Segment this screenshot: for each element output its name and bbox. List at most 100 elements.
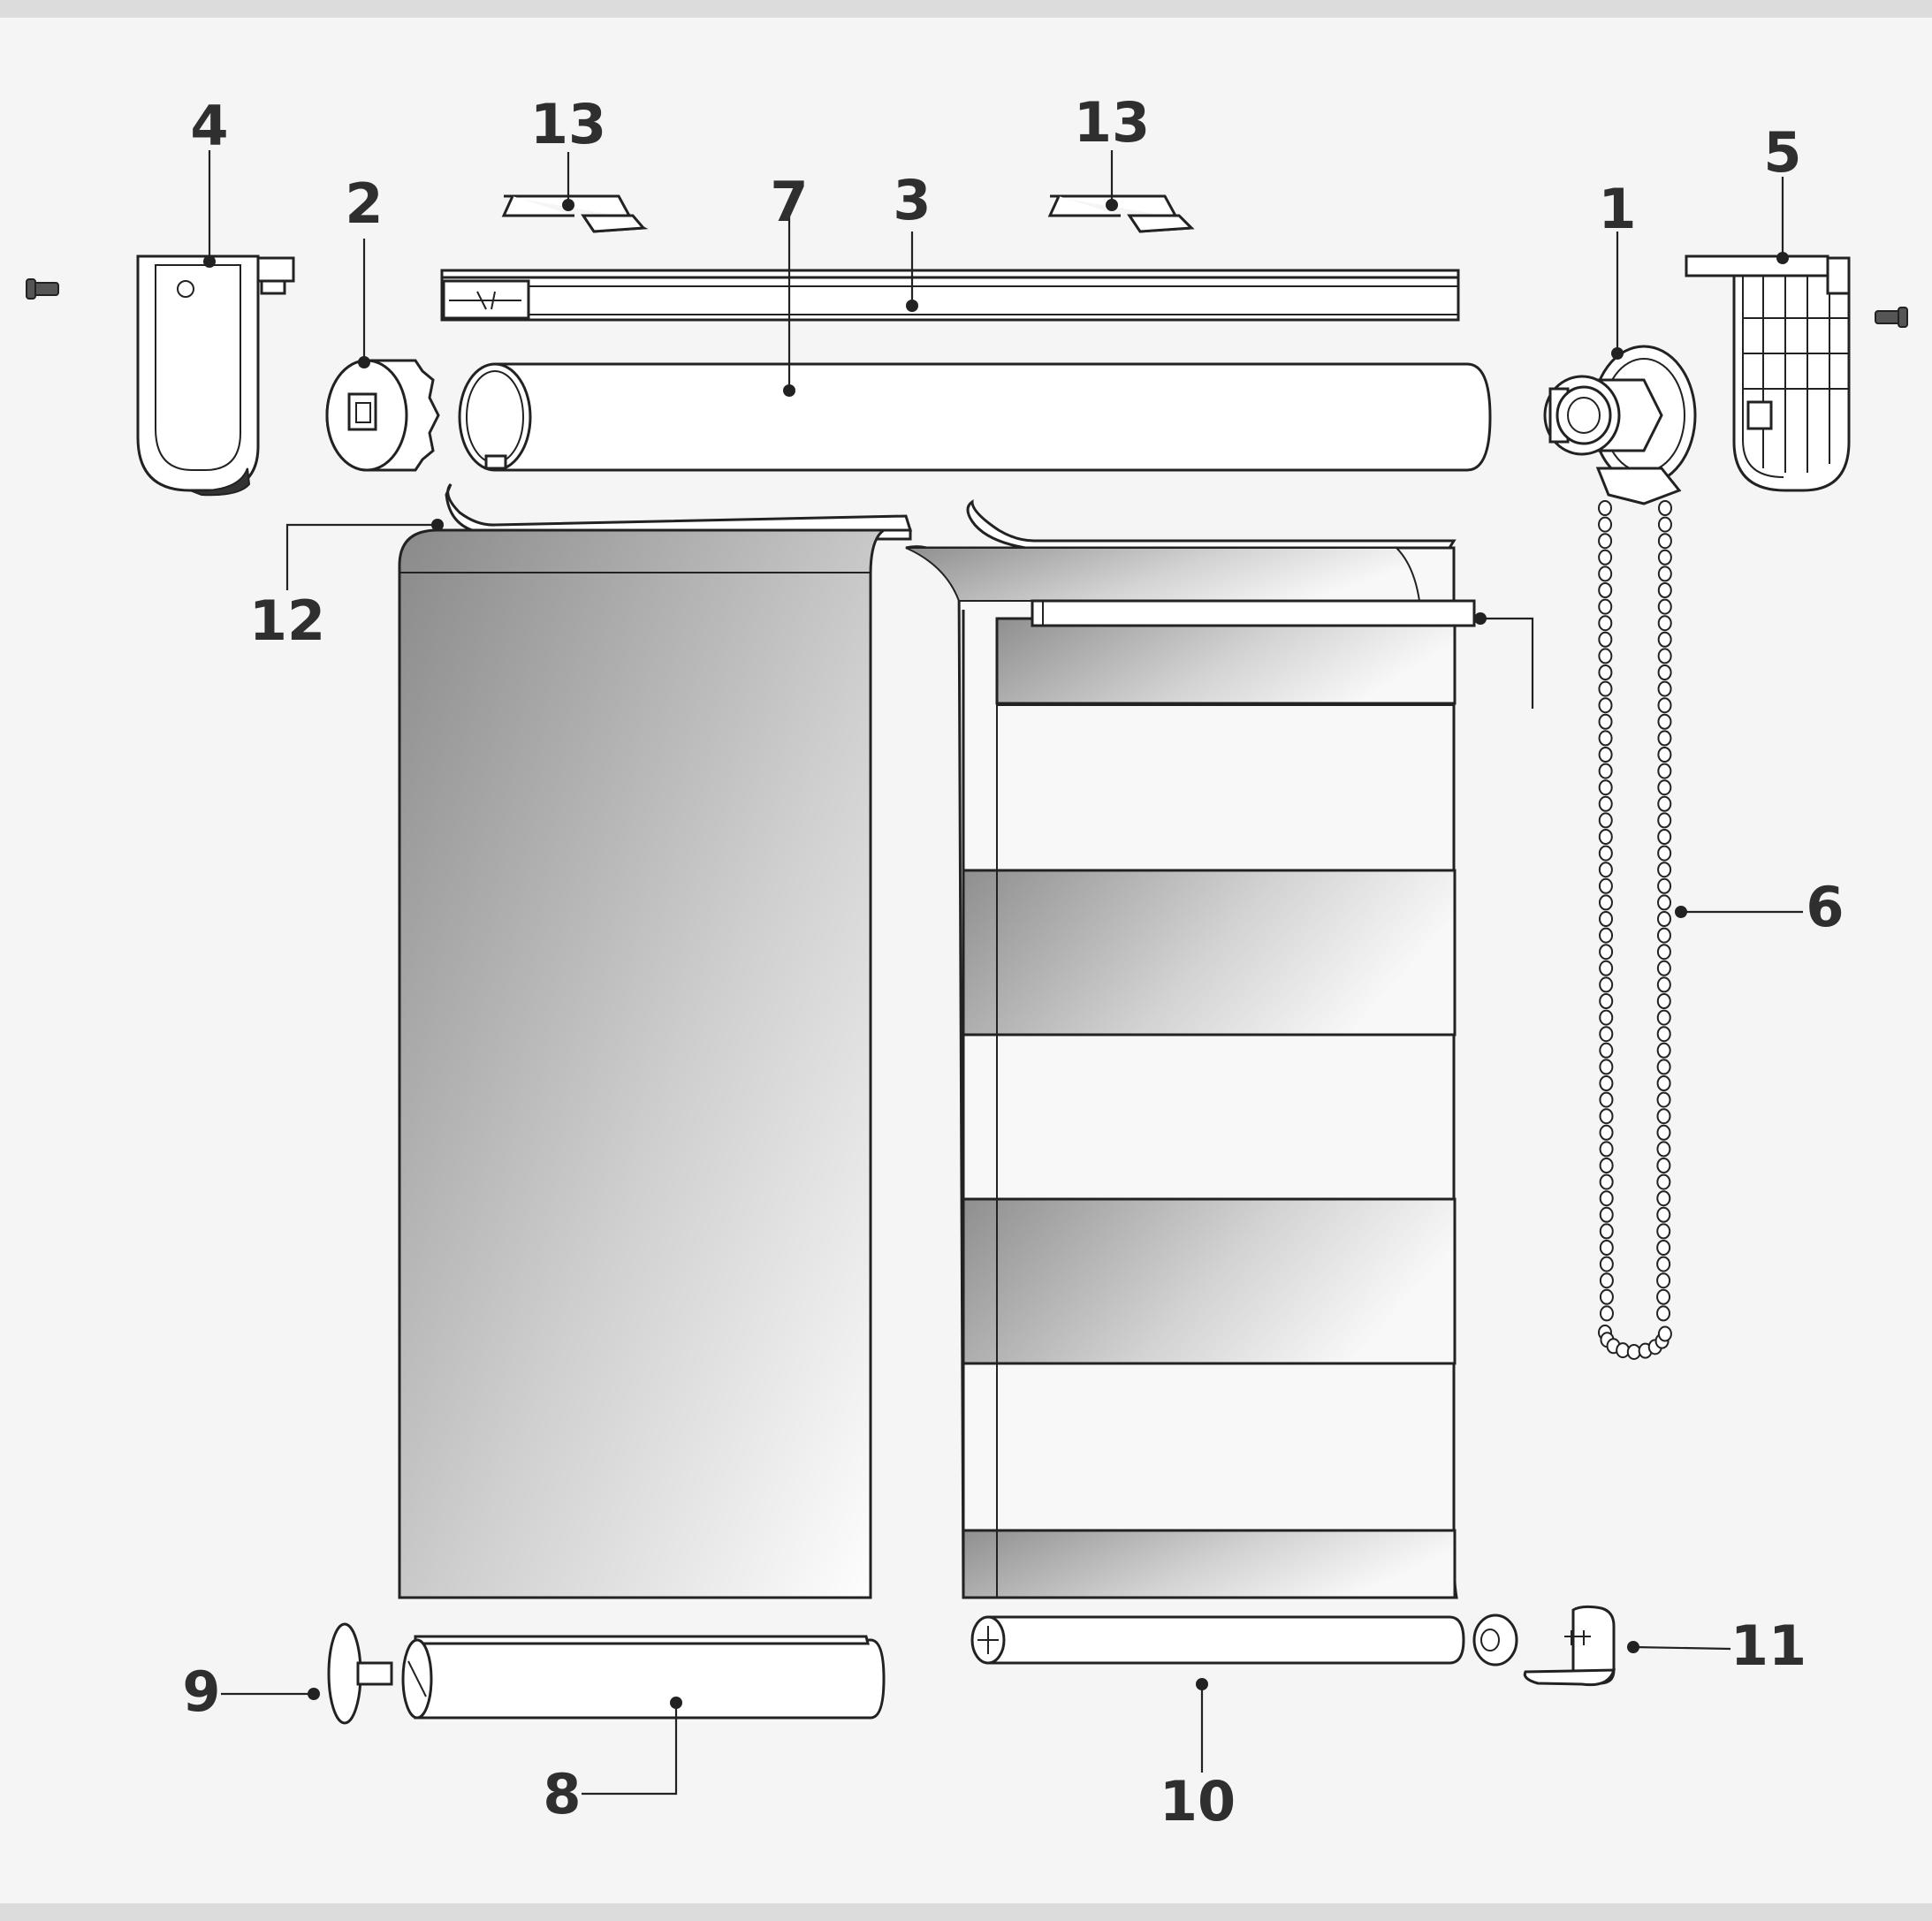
callout-9: 9 [182, 1659, 220, 1724]
chain-bead [1599, 911, 1614, 927]
chain-bead [1599, 1272, 1614, 1289]
bottom-rail-end-clip [1472, 1605, 1616, 1687]
chain-bead [1598, 582, 1613, 598]
callout-3: 3 [893, 168, 931, 232]
chain-bead [1656, 1173, 1671, 1190]
chain-bead [1656, 1042, 1671, 1059]
chain-bead [1598, 533, 1613, 550]
chain-bead [1657, 877, 1672, 894]
zebra-fabric-top-strip [966, 499, 1457, 550]
chain-bead [1599, 1256, 1614, 1272]
chain-bead [1599, 1075, 1614, 1091]
chain-bead [1656, 1256, 1671, 1272]
chain-control-unit [1543, 345, 1697, 505]
chain-bead [1657, 812, 1672, 829]
chain-bead [1656, 976, 1671, 993]
callout-5: 5 [1763, 120, 1801, 185]
chain-bead [1657, 829, 1672, 845]
chain-bead [1599, 1223, 1614, 1240]
chain-bead [1598, 894, 1613, 911]
chain-bead [1599, 960, 1614, 976]
chain-bead [1656, 1059, 1671, 1075]
callout-13-left: 13 [530, 92, 606, 156]
chain-bead [1657, 648, 1672, 664]
callout-4: 4 [190, 94, 228, 158]
chain-bead [1599, 1206, 1614, 1223]
callout-12: 12 [249, 588, 325, 653]
callout-1: 1 [1598, 177, 1636, 241]
chain-bead [1657, 533, 1672, 550]
chain-bead [1657, 845, 1672, 862]
chain-bead [1599, 1059, 1614, 1075]
chain-bead [1657, 730, 1672, 747]
chain-bead [1598, 549, 1613, 566]
callout-2: 2 [345, 171, 383, 236]
chain-bead [1599, 1190, 1614, 1207]
chain-bead [1657, 516, 1672, 533]
zebra-band [995, 617, 1457, 705]
chain-bead [1656, 1091, 1671, 1108]
left-screw [26, 278, 59, 300]
chain-bead [1598, 631, 1613, 648]
bottom-rail-rod [970, 1615, 1465, 1665]
chain-bead [1598, 862, 1613, 878]
chain-bead [1656, 960, 1671, 976]
chain-bead [1598, 829, 1613, 845]
chain-bead [1656, 993, 1671, 1009]
chain-bead [1657, 664, 1672, 680]
chain-bead [1656, 1240, 1671, 1256]
chain-bead [1598, 713, 1613, 730]
chain-bead [1598, 747, 1613, 763]
chain-bead [1598, 763, 1613, 779]
callout-10: 10 [1160, 1769, 1236, 1834]
chain-bead [1657, 631, 1672, 648]
chain-bead [1598, 779, 1613, 796]
chain-bead [1657, 747, 1672, 763]
chain-bead [1599, 1026, 1614, 1043]
callout-7: 7 [770, 170, 808, 234]
chain-bead [1598, 795, 1613, 812]
right-screw [1875, 307, 1908, 328]
chain-bead [1599, 976, 1614, 993]
zebra-band [962, 869, 1457, 1036]
chain-bead [1657, 598, 1672, 615]
chain-bead [1599, 1108, 1614, 1125]
zebra-band [962, 1197, 1457, 1365]
chain-bead [1598, 730, 1613, 747]
chain-bead [1656, 1075, 1671, 1091]
chain-bead [1599, 1158, 1614, 1173]
chain-bead [1657, 862, 1672, 878]
left-end-bracket [136, 254, 295, 497]
chain-bead [1656, 1272, 1671, 1289]
chain-bead [1656, 1288, 1671, 1305]
chain-bead [1656, 1009, 1671, 1026]
chain-bead [1656, 944, 1671, 960]
chain-bead [1657, 779, 1672, 796]
chain-bead [1599, 1240, 1614, 1256]
chain-bead [1657, 680, 1672, 697]
chain-bead [1598, 566, 1613, 582]
callout-13-right: 13 [1074, 90, 1150, 155]
chain-bead [1656, 1026, 1671, 1043]
leader-dots [203, 199, 1789, 1709]
chain-bead [1656, 1124, 1671, 1141]
chain-bead [1599, 944, 1614, 960]
chain-bead [1599, 1288, 1614, 1305]
chain-bead [1657, 697, 1672, 714]
chain-bead [1598, 697, 1613, 714]
chain-bead [1598, 877, 1613, 894]
chain-bead [1598, 615, 1613, 632]
chain-bead [1657, 1325, 1672, 1342]
bottom-bar-end-cap [327, 1622, 393, 1725]
chain-bead [1599, 1091, 1614, 1108]
mounting-clip-right [1047, 194, 1195, 233]
bottom-frame-band [0, 1903, 1932, 1921]
chain-bead [1599, 1141, 1614, 1158]
chain-bead [1598, 516, 1613, 533]
headrail [440, 269, 1460, 322]
chain-bead [1656, 1158, 1671, 1173]
right-end-bracket [1685, 254, 1851, 492]
chain-bead [1599, 1305, 1614, 1322]
chain-bead [1598, 648, 1613, 664]
